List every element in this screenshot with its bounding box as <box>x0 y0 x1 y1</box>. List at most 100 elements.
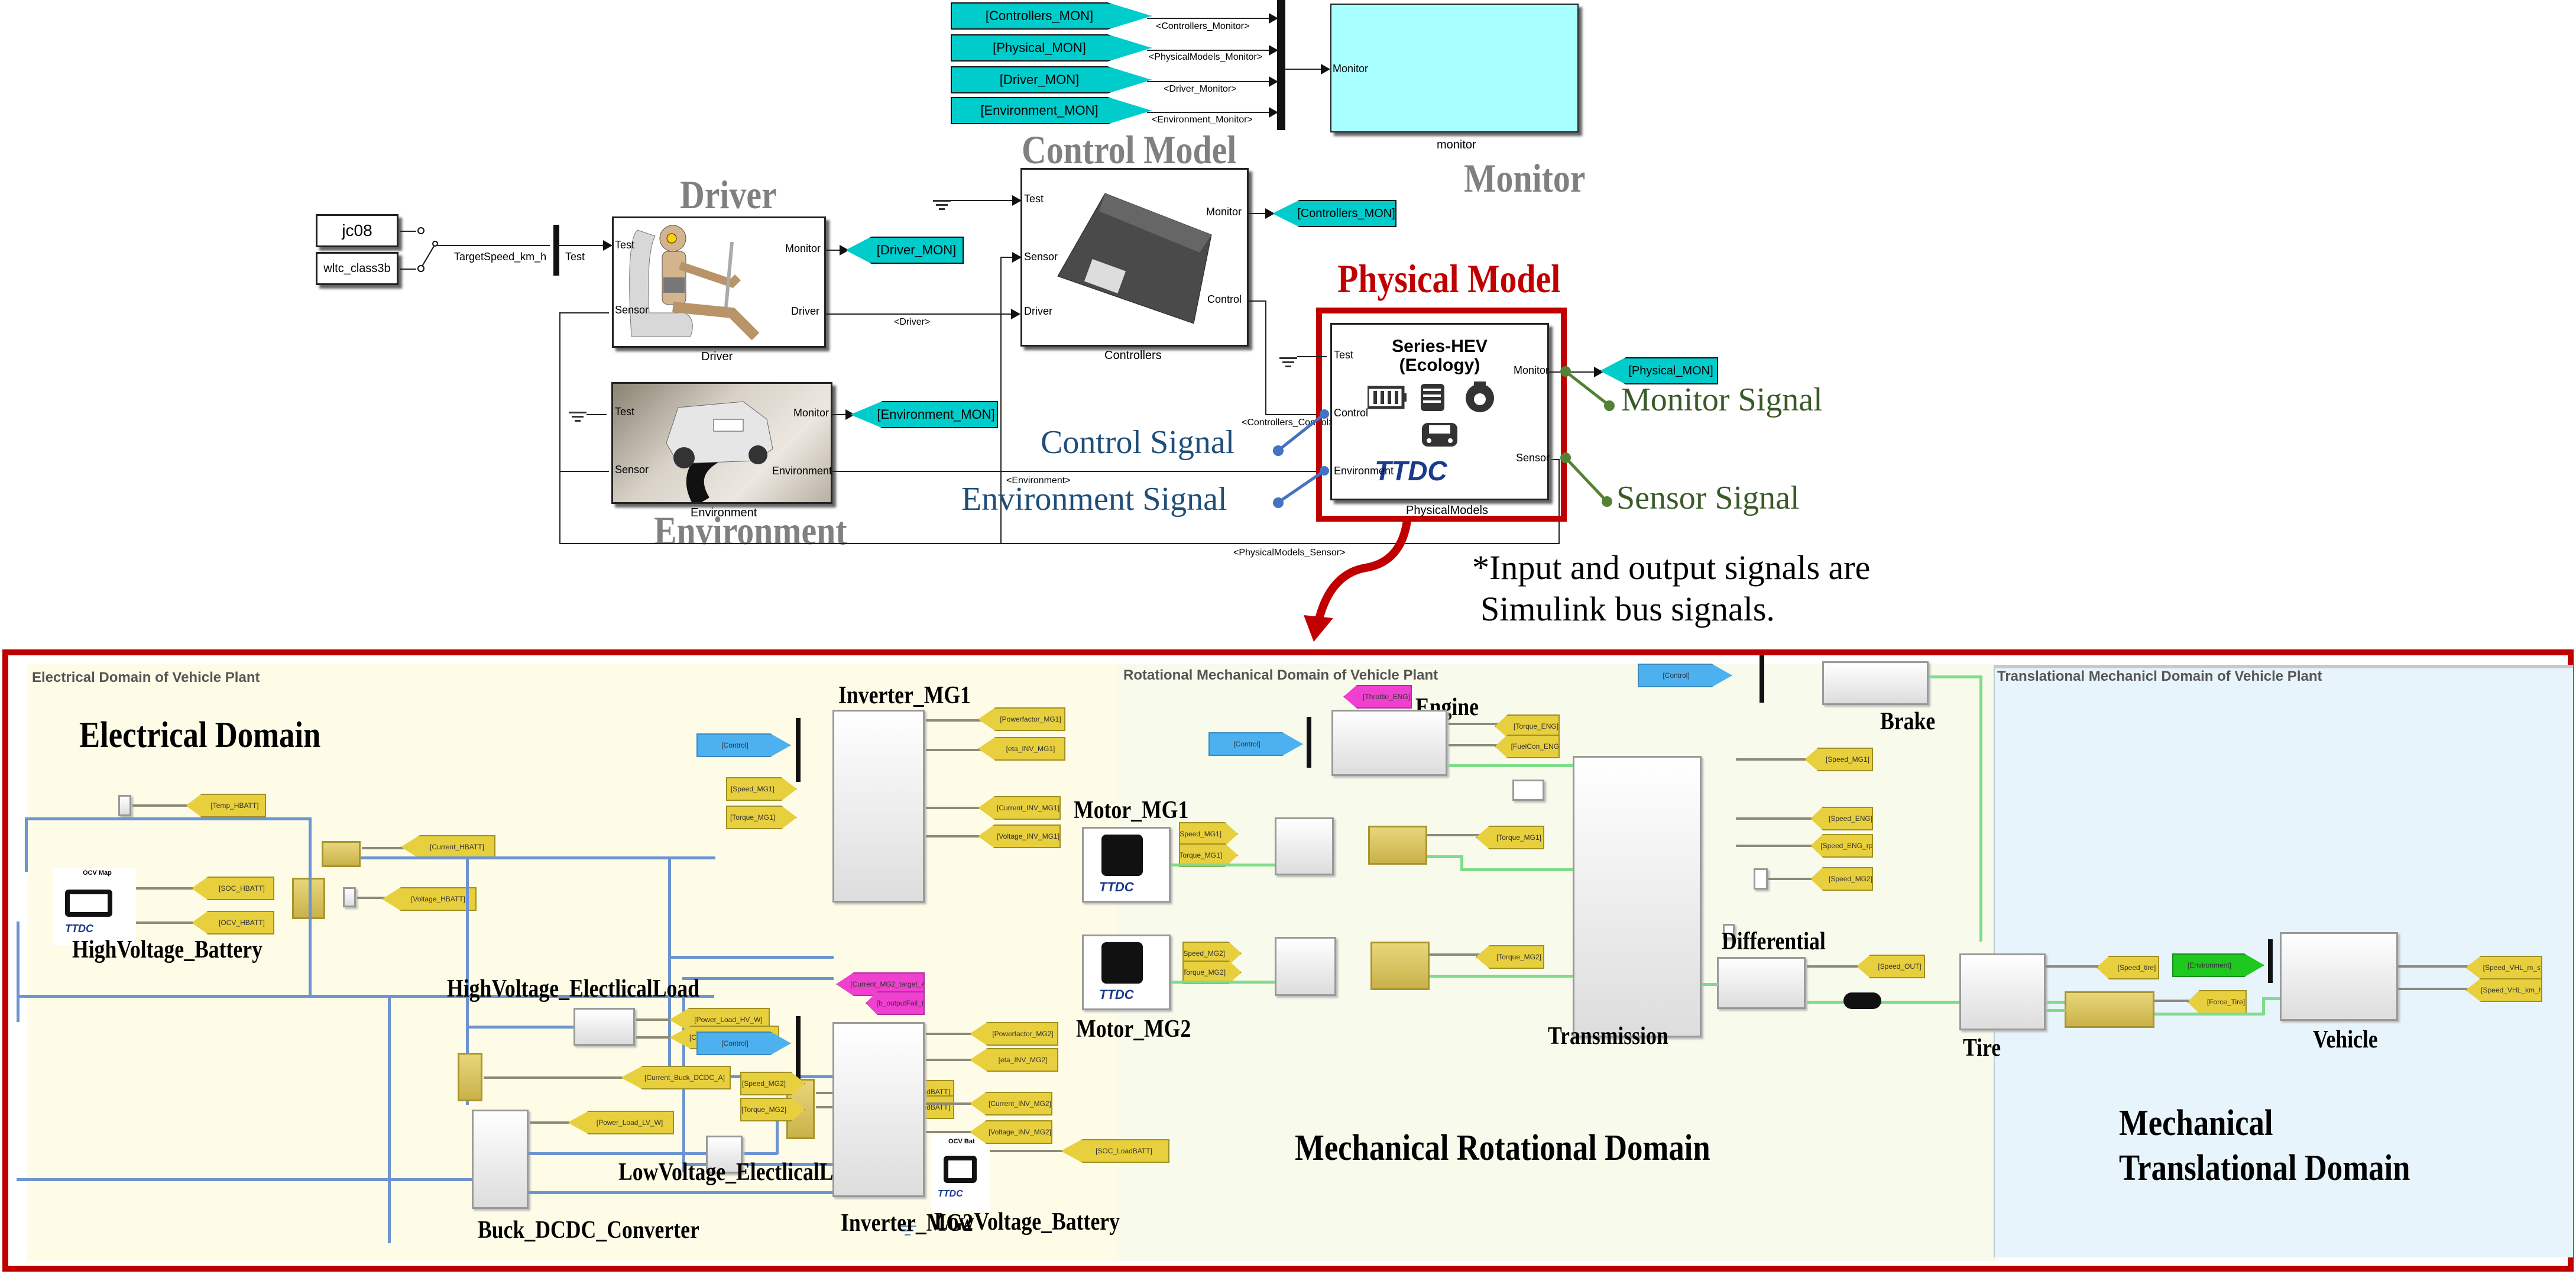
tag-torque-mg1[interactable]: [Torque_MG1] <box>1476 826 1544 849</box>
differential-block[interactable] <box>1717 957 1806 1009</box>
tag-temp-hbatt[interactable]: [Temp_HBATT] <box>186 794 266 817</box>
bus-selector[interactable] <box>1307 717 1311 768</box>
tag-powerfactor-mg2[interactable]: [Powerfactor_MG2] <box>970 1022 1058 1046</box>
tag-torque-mg2[interactable]: [Torque_MG2] <box>1476 945 1544 969</box>
current-sensor-block[interactable] <box>322 841 361 867</box>
bus-selector[interactable] <box>2268 939 2273 983</box>
tag-speed-out[interactable]: [Speed_OUT] <box>1856 955 1925 978</box>
terminator-block[interactable] <box>1723 924 1735 939</box>
goto-environment-mon[interactable]: [Environment_MON] <box>850 401 998 428</box>
constant-block[interactable] <box>118 795 131 816</box>
source-jc08[interactable]: jc08 <box>316 214 398 247</box>
tag-current-hbatt[interactable]: [Current_HBATT] <box>401 835 495 859</box>
tag-powerfactor-mg1[interactable]: [Powerfactor_MG1] <box>978 707 1065 731</box>
force-sensor-block[interactable] <box>2065 991 2154 1028</box>
ground-block[interactable] <box>1512 780 1544 801</box>
tag-environment[interactable]: [Environment] <box>2172 953 2264 977</box>
tag-torque-mg1[interactable]: [Torque_MG1] <box>726 806 797 829</box>
tag-speed-tire[interactable]: [Speed_tire] <box>2097 956 2159 979</box>
tag-fuelcon-eng[interactable]: [FuelCon_ENG] <box>1495 735 1560 758</box>
tag-control[interactable]: [Control] <box>1638 664 1732 687</box>
mg1-sensor-block[interactable] <box>1275 817 1334 875</box>
tag-force-tire[interactable]: [Force_Tire] <box>2188 990 2247 1014</box>
tag-power-load-lv[interactable]: [Power_Load_LV_W] <box>568 1111 674 1134</box>
hv-battery-block[interactable]: OCV Map TTDC <box>53 868 136 945</box>
inverter-mg1-block[interactable] <box>832 710 925 903</box>
tag-torque-mg2[interactable]: [Torque_MG2] <box>1182 961 1242 984</box>
mg2-sensor-block[interactable] <box>1275 937 1336 996</box>
mechanical-wire <box>2262 997 2280 1000</box>
tag-speed-mg2[interactable]: [Speed_MG2] <box>1810 867 1873 891</box>
motor-mg1-block[interactable]: TTDC <box>1082 827 1171 903</box>
motor-mg2-block[interactable]: TTDC <box>1082 935 1171 1010</box>
buck-dcdc-block[interactable] <box>472 1110 529 1209</box>
tag-soc-lbatt[interactable]: [SOC_LoadBATT] <box>1061 1139 1169 1163</box>
tag-speed-mg1[interactable]: [Speed_MG1] <box>726 777 797 801</box>
tag-speed-eng-rpm[interactable]: [Speed_ENG_rpm] <box>1810 834 1873 858</box>
tag-speed-eng[interactable]: [Speed_ENG] <box>1810 807 1873 830</box>
engine-block[interactable] <box>1331 710 1447 776</box>
source-wltc-class3b[interactable]: wltc_class3b <box>316 252 398 285</box>
tag-speed-vhl-m-s[interactable]: [Speed_VHL_m_s] <box>2465 956 2542 979</box>
tag-ocv-hbatt[interactable]: [OCV_HBATT] <box>192 911 274 935</box>
tag-control[interactable]: [Control] <box>1208 732 1303 756</box>
bus-selector[interactable] <box>1760 655 1764 703</box>
tag-torque-mg1[interactable]: [Torque_MG1] <box>1179 843 1238 867</box>
mg2-torque-sensor[interactable] <box>1370 942 1430 990</box>
wire <box>559 312 560 544</box>
tag-eta-inv-mg1[interactable]: [eta_INV_MG1] <box>978 737 1065 761</box>
monitor-block[interactable] <box>1330 4 1579 132</box>
shaft-icon[interactable] <box>1843 992 1881 1009</box>
tag-torque-eng[interactable]: [Torque_ENG] <box>1495 714 1560 738</box>
tag-voltage-inv-mg2[interactable]: [Voltage_INV_MG2] <box>970 1120 1052 1144</box>
tag-control[interactable]: [Control] <box>696 1032 791 1055</box>
tag-voltage-hbatt[interactable]: [Voltage_HBATT] <box>382 887 477 911</box>
goto-driver-mon[interactable]: [Driver_MON] <box>845 237 964 264</box>
mg1-torque-sensor[interactable] <box>1368 826 1427 865</box>
wire <box>438 245 550 246</box>
driver-block[interactable] <box>612 216 826 348</box>
bus-creator[interactable] <box>553 225 559 276</box>
port-label: Control <box>1207 293 1242 305</box>
goto-physical-mon[interactable]: [Physical_MON] <box>1600 357 1718 384</box>
tag-speed-vhl-km-h[interactable]: [Speed_VHL_km_h] <box>2465 978 2542 1002</box>
tag-eta-inv-mg2[interactable]: [eta_INV_MG2] <box>970 1048 1058 1072</box>
bus-selector[interactable] <box>796 1016 801 1081</box>
tag-speed-mg2[interactable]: [Speed_MG2] <box>740 1072 805 1095</box>
goto-controllers-mon[interactable]: [Controllers_MON] <box>1272 200 1396 227</box>
wire <box>926 1033 985 1035</box>
goto-environment-mon[interactable]: [Environment_MON] <box>951 97 1152 124</box>
tag-control[interactable]: [Control] <box>696 733 791 757</box>
tire-block[interactable] <box>1959 953 2046 1030</box>
wire <box>559 543 1558 544</box>
inverter-mg2-block[interactable] <box>832 1022 925 1197</box>
tag-torque-mg2[interactable]: [Torque_MG2] <box>740 1098 805 1121</box>
tag-throttle-eng[interactable]: [Throttle_ENG] <box>1343 685 1412 709</box>
brake-block[interactable] <box>1822 661 1929 705</box>
hv-load-block[interactable] <box>573 1008 635 1046</box>
vehicle-block[interactable] <box>2280 932 2398 1021</box>
label-motor-mg2: Motor_MG2 <box>1076 1016 1191 1043</box>
tag-current-inv-mg2[interactable]: [Current_INV_MG2] <box>970 1092 1052 1115</box>
controllers-block[interactable] <box>1020 168 1249 347</box>
physical-models-block[interactable]: Series-HEV (Ecology) TTDC <box>1330 323 1549 500</box>
tag-voltage-inv-mg1[interactable]: [Voltage_INV_MG1] <box>978 824 1061 848</box>
manual-switch[interactable] <box>414 225 449 278</box>
tag-soc-hbatt[interactable]: [SOC_HBATT] <box>192 877 274 900</box>
tag-current-buck[interactable]: [Current_Buck_DCDC_A] <box>621 1066 731 1089</box>
transmission-block[interactable] <box>1573 756 1702 1037</box>
buck-current-sensor[interactable] <box>458 1053 482 1101</box>
tag-b-outputfail[interactable]: [b_outputFail_tgt] <box>866 991 925 1015</box>
goto-controllers-mon[interactable]: [Controllers_MON] <box>951 2 1152 30</box>
goto-driver-mon[interactable]: [Driver_MON] <box>951 66 1152 93</box>
unit-conversion-block[interactable] <box>1754 868 1768 890</box>
bus-creator[interactable] <box>1277 0 1285 130</box>
lv-load-block[interactable] <box>706 1136 743 1173</box>
lv-battery-block[interactable]: OCV Bat TTDC <box>931 1134 990 1211</box>
environment-block[interactable] <box>611 382 832 507</box>
bus-selector[interactable] <box>796 718 801 782</box>
goto-physical-mon[interactable]: [Physical_MON] <box>951 34 1152 62</box>
unit-conversion-block[interactable] <box>343 887 356 907</box>
tag-current-inv-mg1[interactable]: [Current_INV_MG1] <box>978 796 1061 820</box>
tag-speed-mg1[interactable]: [Speed_MG1] <box>1804 748 1873 771</box>
